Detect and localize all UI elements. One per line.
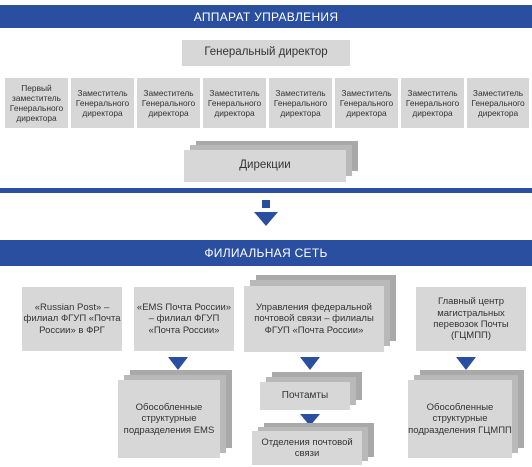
- deputy-label: Заместитель Генерального директора: [339, 87, 394, 119]
- deputy-box: Заместитель Генерального директора: [71, 78, 134, 128]
- russian-post-branch-label: «Russian Post» – филиал ФГУП «Почта Росс…: [23, 301, 121, 336]
- post-branches-box: Отделения почтовой связи: [252, 431, 362, 465]
- deputy-label: Заместитель Генерального директора: [405, 87, 460, 119]
- deputy-label: Заместитель Генерального директора: [75, 87, 130, 119]
- deputy-box: Заместитель Генерального директора: [335, 78, 398, 128]
- general-director-box: Генеральный директор: [182, 40, 350, 66]
- gcmpp-branch-label: Главный центр магистральных перевозок По…: [433, 296, 509, 342]
- first-deputy-box: Первый заместитель Генерального директор…: [5, 78, 68, 128]
- management-banner: АППАРАТ УПРАВЛЕНИЯ: [0, 5, 532, 28]
- directorates-box: Дирекции: [184, 150, 346, 182]
- deputy-label: Заместитель Генерального директора: [207, 87, 262, 119]
- deputy-box: Заместитель Генерального директора: [467, 78, 529, 128]
- deputy-label: Заместитель Генерального директора: [471, 87, 525, 119]
- post-offices-label: Почтамты: [281, 390, 329, 401]
- section-divider: [0, 188, 532, 193]
- arrow-down-icon: [300, 357, 320, 370]
- ems-branch-label: «EMS Почта России» – филиал ФГУП «Почта …: [136, 301, 232, 336]
- deputy-label: Заместитель Генерального директора: [273, 87, 328, 119]
- russian-post-branch-box: «Russian Post» – филиал ФГУП «Почта Росс…: [22, 287, 122, 351]
- ems-units-label: Обособленные структурные подразделения E…: [123, 401, 215, 436]
- first-deputy-label: Первый заместитель Генерального директор…: [9, 82, 64, 124]
- branch-network-banner: ФИЛИАЛЬНАЯ СЕТЬ: [0, 240, 532, 266]
- post-branches-label: Отделения почтовой связи: [261, 436, 353, 459]
- arrow-down-icon: [168, 357, 188, 370]
- branch-network-title: ФИЛИАЛЬНАЯ СЕТЬ: [204, 246, 328, 260]
- general-director-label: Генеральный директор: [204, 46, 328, 59]
- arrow-stem: [262, 200, 270, 208]
- ufps-branch-box: Управления федеральной почтовой связи – …: [244, 286, 384, 352]
- ems-units-box: Обособленные структурные подразделения E…: [118, 380, 220, 458]
- arrow-down-icon: [254, 212, 278, 226]
- management-banner-title: АППАРАТ УПРАВЛЕНИЯ: [193, 9, 339, 24]
- deputy-box: Заместитель Генерального директора: [401, 78, 464, 128]
- gcmpp-branch-box: Главный центр магистральных перевозок По…: [416, 287, 526, 351]
- deputy-box: Заместитель Генерального директора: [203, 78, 266, 128]
- gcmpp-units-label: Обособленные структурные подразделения Г…: [408, 401, 512, 436]
- gcmpp-units-box: Обособленные структурные подразделения Г…: [408, 380, 512, 458]
- ems-branch-box: «EMS Почта России» – филиал ФГУП «Почта …: [134, 287, 234, 351]
- ufps-branch-label: Управления федеральной почтовой связи – …: [254, 301, 374, 336]
- arrow-down-icon: [456, 357, 476, 370]
- deputy-label: Заместитель Генерального директора: [141, 87, 196, 119]
- directorates-label: Дирекции: [239, 159, 291, 172]
- deputy-box: Заместитель Генерального директора: [137, 78, 200, 128]
- deputy-box: Заместитель Генерального директора: [269, 78, 332, 128]
- post-offices-box: Почтамты: [260, 382, 350, 410]
